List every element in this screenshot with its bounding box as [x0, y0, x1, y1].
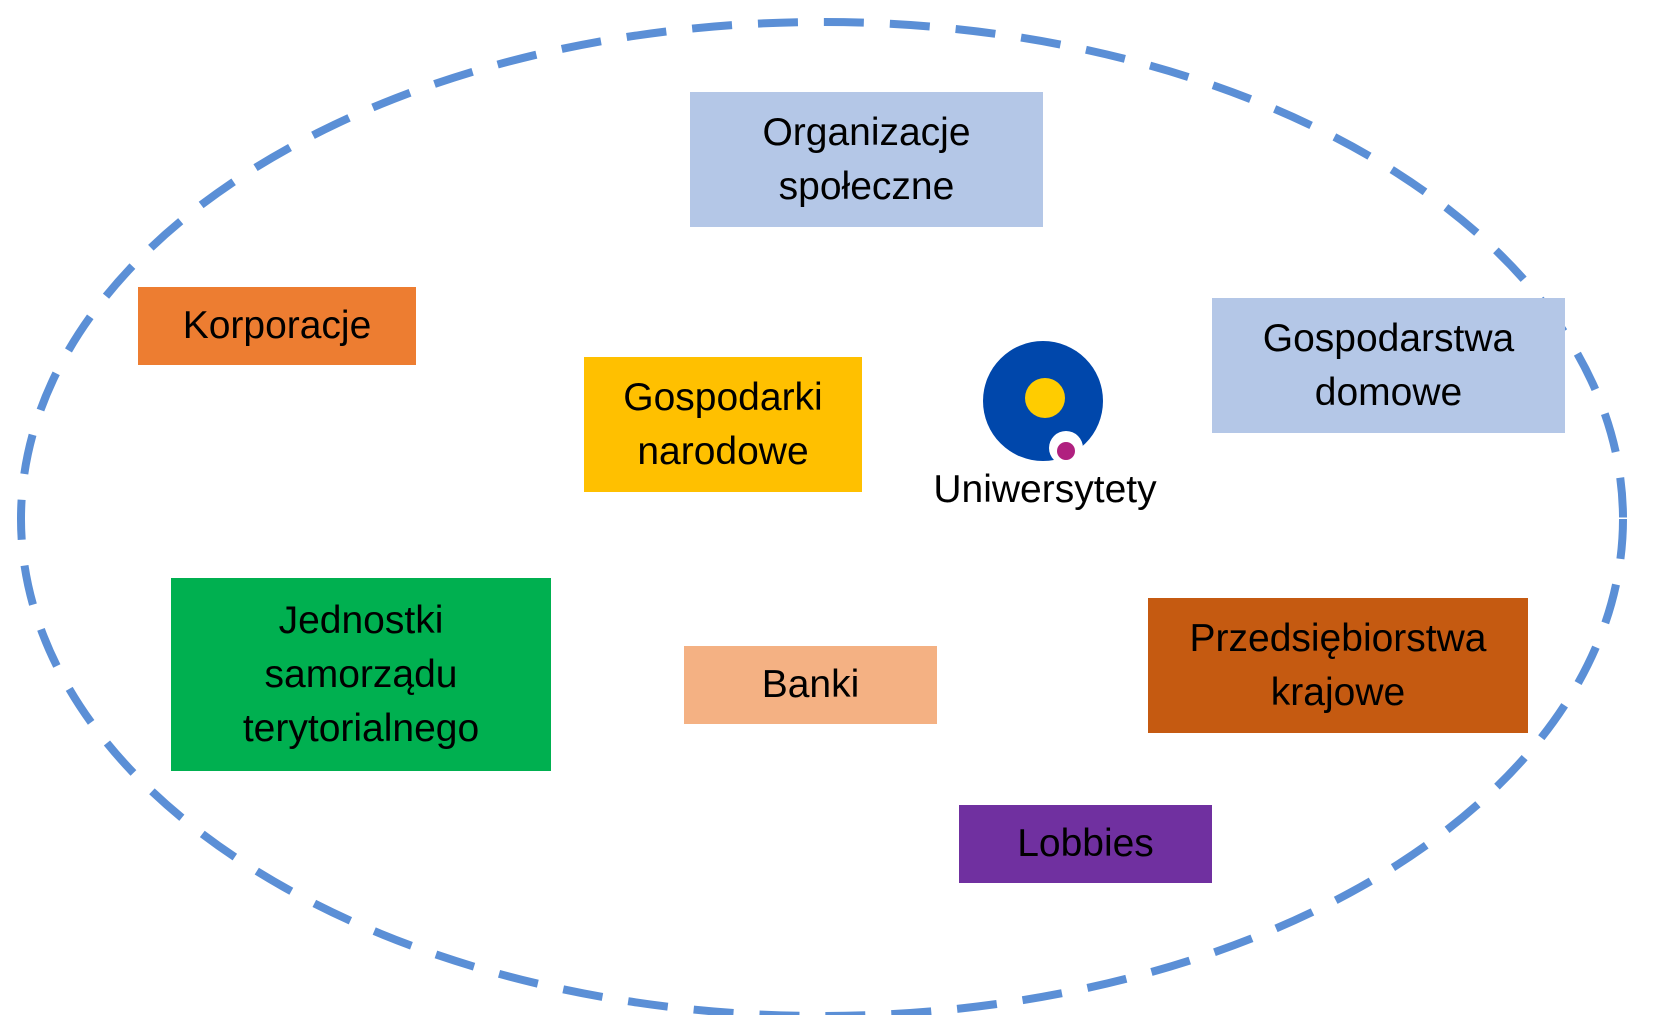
university-logo-icon	[983, 341, 1103, 465]
box-lobbies-label: Lobbies	[1017, 822, 1154, 865]
box-gospodarstwa-label: Gospodarstwa domowe	[1262, 316, 1515, 414]
box-gospodarstwa-domowe: Gospodarstwa domowe	[1212, 298, 1565, 433]
box-banki: Banki	[684, 646, 937, 724]
box-organizacje-spoleczne: Organizacje społeczne	[690, 92, 1043, 227]
box-jednostki-label: Jednostki samorządu terytorialnego	[242, 598, 480, 750]
box-gospodarki-narodowe: Gospodarki narodowe	[584, 357, 862, 492]
box-przedsiebiorstwa-label: Przedsiębiorstwa krajowe	[1189, 616, 1487, 714]
box-korporacje-label: Korporacje	[182, 304, 372, 347]
box-korporacje: Korporacje	[138, 287, 416, 365]
box-gospodarki-label: Gospodarki narodowe	[623, 375, 823, 473]
box-lobbies: Lobbies	[959, 805, 1212, 883]
box-jednostki-samorzadu: Jednostki samorządu terytorialnego	[171, 578, 551, 771]
university-label: Uniwersytety	[933, 468, 1157, 511]
box-banki-label: Banki	[761, 663, 860, 706]
box-organizacje-label: Organizacje społeczne	[762, 110, 971, 208]
box-przedsiebiorstwa-krajowe: Przedsiębiorstwa krajowe	[1148, 598, 1528, 733]
